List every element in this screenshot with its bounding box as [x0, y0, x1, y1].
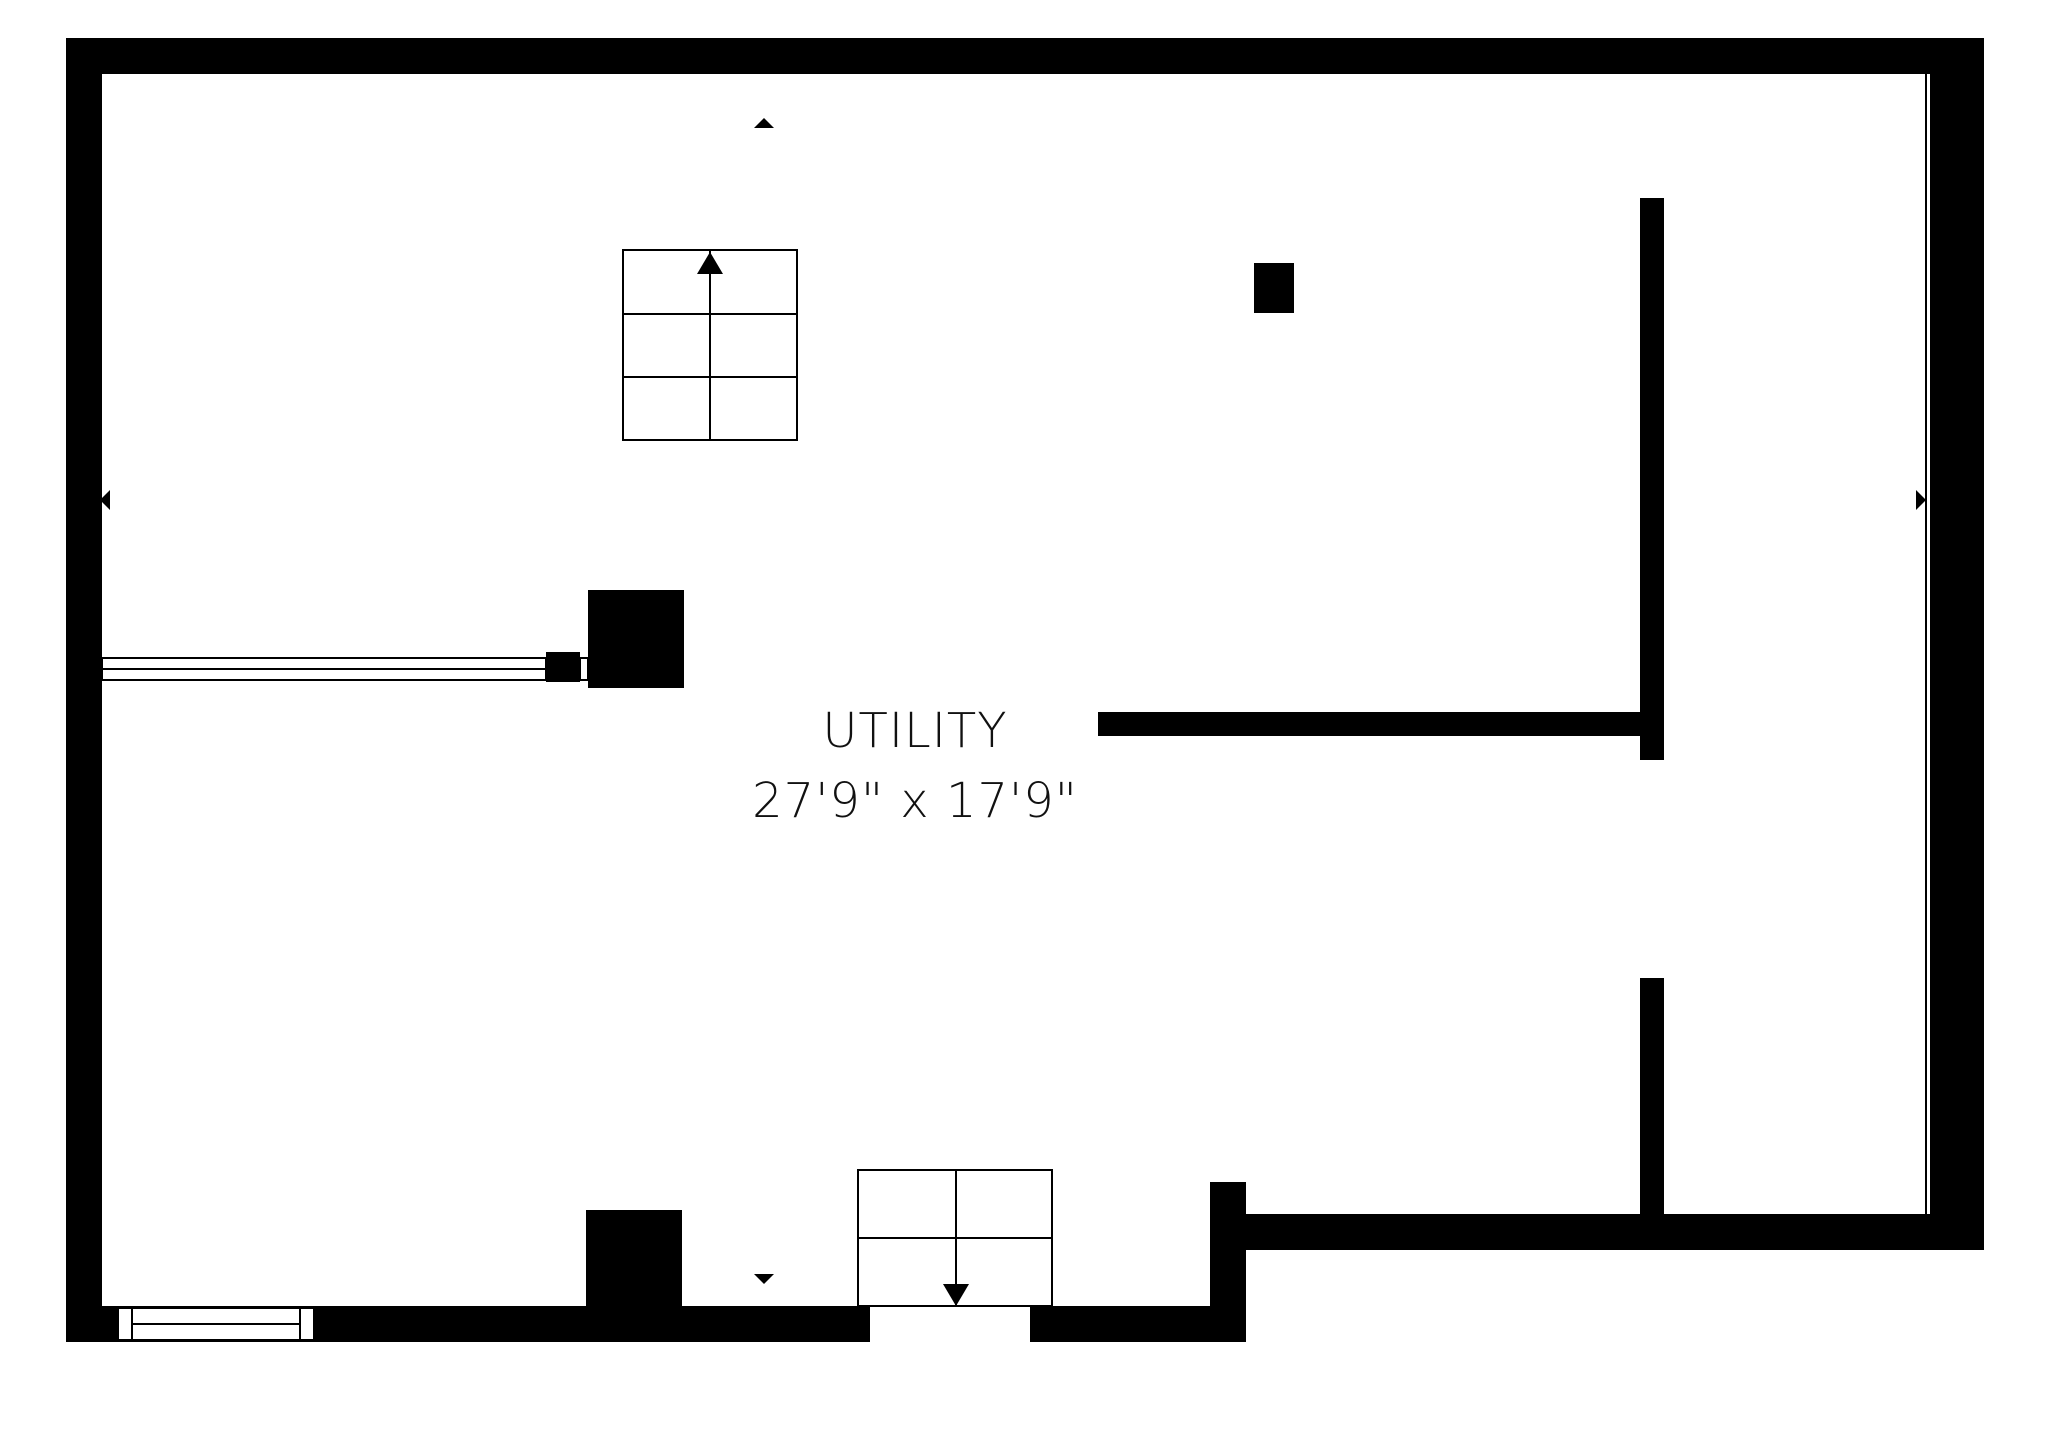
bottom-wall-right	[1030, 1306, 1246, 1342]
lower-stairs	[857, 1169, 1053, 1307]
marker-left-icon	[100, 490, 110, 510]
left-half-wall	[101, 657, 589, 681]
right-wall	[1948, 38, 1984, 1250]
upper-stairs-arrow-icon	[697, 252, 723, 274]
room-dimensions-label: 27'9" x 17'9"	[752, 773, 1078, 829]
upper-stairs	[622, 249, 798, 441]
left-wall	[66, 38, 102, 1342]
bottom-window	[117, 1307, 315, 1341]
dimension-markers	[100, 118, 1926, 1284]
marker-bottom-icon	[754, 1274, 774, 1284]
top-wall	[66, 38, 1984, 74]
small-block-left	[546, 652, 580, 682]
chimney-block	[588, 590, 684, 688]
entry-door-opening	[870, 1306, 1030, 1342]
bottom-pier	[586, 1210, 682, 1320]
lower-stairs-arrow-icon	[943, 1284, 969, 1306]
room-name-label: UTILITY	[822, 703, 1008, 759]
interior-walls	[546, 198, 1664, 1320]
exterior-walls	[66, 38, 1984, 1342]
partition-vertical-upper	[1640, 198, 1664, 760]
marker-top-icon	[754, 118, 774, 128]
column-post	[1254, 263, 1294, 313]
marker-right-icon	[1916, 490, 1926, 510]
lower-right-wall	[1210, 1214, 1984, 1250]
right-inner-strip	[1930, 74, 1948, 1216]
partition-vertical-lower	[1640, 978, 1664, 1248]
partition-horizontal	[1098, 712, 1664, 736]
